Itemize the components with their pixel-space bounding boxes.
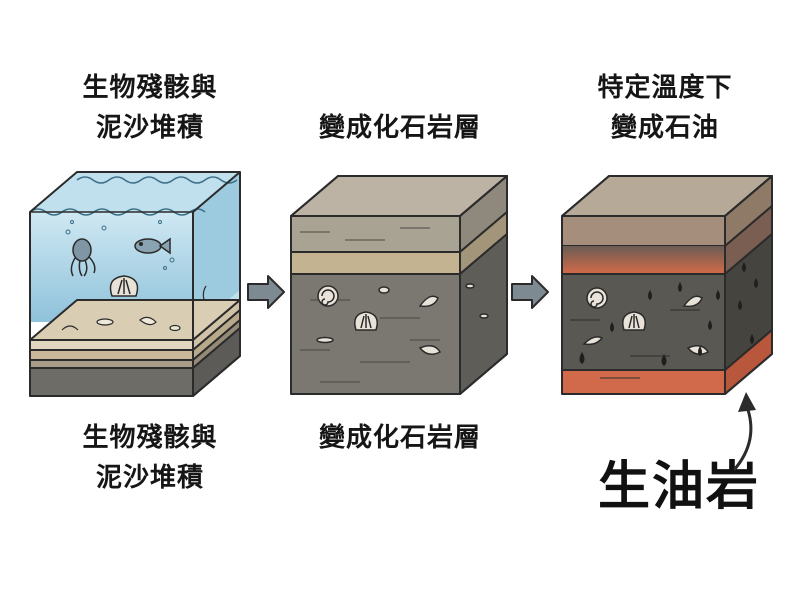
right-arrow-icon (511, 275, 549, 309)
panel3-top-caption: 特定溫度下 變成石油 (540, 68, 790, 148)
caption-line: 變成化石岩層 (318, 423, 481, 453)
rock-texture (570, 309, 700, 379)
caption-line: 泥沙堆積 (95, 113, 204, 143)
panel2-bottom-caption: 變成化石岩層 (290, 418, 510, 458)
scallop-shell-icon (109, 275, 139, 297)
ammonite-fossil-icon (317, 285, 339, 307)
bubbles (65, 220, 175, 270)
source-rock-label: 生油岩 (598, 457, 761, 517)
spiral-shell-icon (582, 295, 710, 355)
panel1-top-caption: 生物殘骸與 泥沙堆積 (40, 68, 260, 148)
ocean-sediment-block (29, 171, 241, 397)
caption-line: 特定溫度下 (597, 73, 733, 103)
caption-line: 生物殘骸與 (82, 73, 218, 103)
fossil-rock-block (290, 175, 508, 395)
spiral-shell-icon (316, 283, 489, 355)
scallop-shell-icon (622, 311, 646, 331)
sediment-debris (61, 285, 207, 332)
caption-line: 生物殘骸與 (82, 423, 218, 453)
caption-line: 變成石油 (610, 113, 719, 143)
source-rock-block (561, 175, 773, 395)
panel1-bottom-caption: 生物殘骸與 泥沙堆積 (40, 418, 260, 498)
scallop-shell-icon (354, 311, 378, 331)
oil-drop-icon (579, 262, 758, 366)
right-arrow-icon (247, 275, 285, 309)
caption-line: 泥沙堆積 (95, 463, 204, 493)
fish-icon (134, 237, 171, 255)
curved-up-arrow-icon (732, 392, 756, 471)
octopus-icon (70, 238, 96, 277)
ammonite-fossil-icon (586, 287, 608, 309)
panel2-top-caption: 變成化石岩層 (290, 108, 510, 148)
caption-line: 變成化石岩層 (318, 113, 481, 143)
